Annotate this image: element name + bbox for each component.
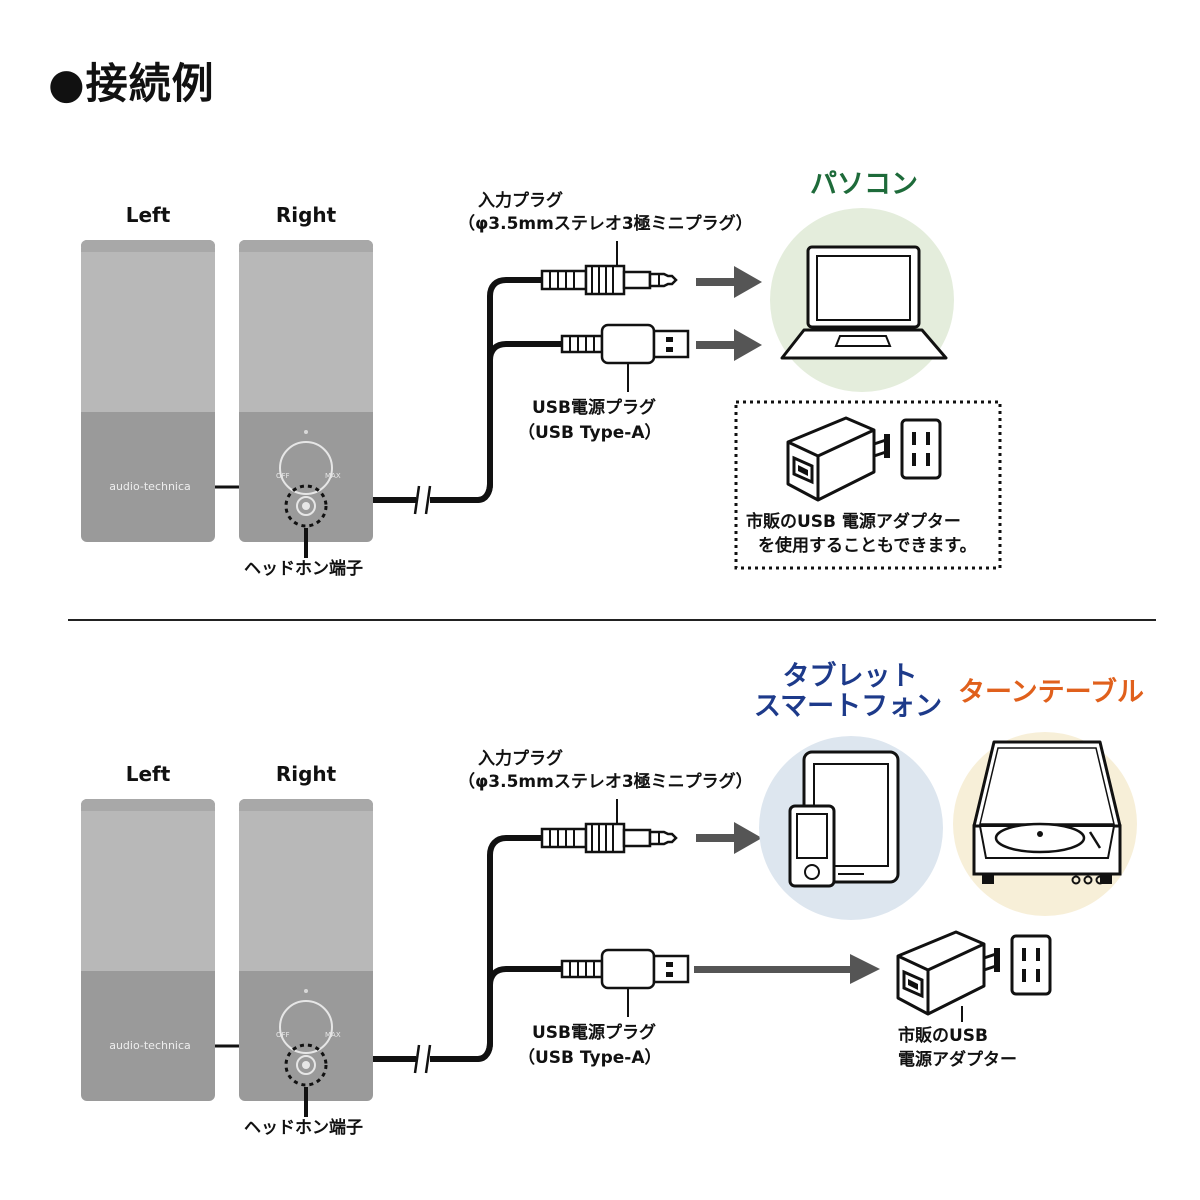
stereo-plug-top xyxy=(540,264,678,296)
cable-top xyxy=(373,277,564,515)
smartphone-icon xyxy=(788,804,836,888)
volume-max-mark-top: MAX xyxy=(325,472,341,480)
page-title: ●接続例 xyxy=(48,59,215,108)
brand-mark-left-top: audio-technica xyxy=(109,480,191,493)
speaker-left-bottom xyxy=(81,799,215,1101)
usb-plug-bottom xyxy=(560,948,690,990)
outlet-icon xyxy=(900,418,942,480)
adapter-note-line1: 市販のUSB 電源アダプター xyxy=(746,512,961,532)
speaker-right-bottom xyxy=(237,797,375,1103)
volume-off-mark-top: OFF xyxy=(276,472,290,480)
input-plug-label-bottom: 入力プラグ xyxy=(478,749,563,769)
speaker-left-label-bottom: Left xyxy=(125,762,171,786)
outlet-icon-bottom xyxy=(1010,934,1052,996)
speaker-right-top xyxy=(237,238,375,544)
laptop-icon xyxy=(780,245,948,360)
arrow-plug-to-pc xyxy=(696,266,762,298)
turntable-icon xyxy=(972,740,1122,885)
section-divider xyxy=(68,619,1156,621)
adapter-label-line2: 電源アダプター xyxy=(898,1050,1017,1070)
adapter-label-line1: 市販のUSB xyxy=(898,1026,989,1046)
speaker-right-label-top: Right xyxy=(275,203,337,227)
arrow-usb-to-adapter xyxy=(694,954,880,984)
stereo-plug-bottom xyxy=(540,822,678,854)
tablet-title-line1: タブレット xyxy=(782,661,918,692)
turntable-title: ターンテーブル xyxy=(957,677,1145,708)
usb-adapter-icon xyxy=(786,416,892,502)
speaker-right-label-bottom: Right xyxy=(275,762,337,786)
speaker-left-label-top: Left xyxy=(125,203,171,227)
cable-bottom xyxy=(373,835,564,1074)
headphone-jack-label-top: ヘッドホン端子 xyxy=(244,559,363,579)
adapter-note-line2: を使用することもできます。 xyxy=(758,536,977,556)
speaker-left-top xyxy=(81,240,215,542)
usb-plug-spec-top: （USB Type-A） xyxy=(518,423,662,443)
tablet-title-line2: スマートフォン xyxy=(753,691,943,722)
usb-plug-label-top: USB電源プラグ xyxy=(532,398,657,418)
brand-mark-left-bottom: audio-technica xyxy=(109,1039,191,1052)
usb-plug-label-bottom: USB電源プラグ xyxy=(532,1023,657,1043)
input-plug-spec-bottom: （φ3.5mmステレオ3極ミニプラグ） xyxy=(458,772,753,792)
usb-plug-spec-bottom: （USB Type-A） xyxy=(518,1048,662,1068)
input-plug-label-top: 入力プラグ xyxy=(478,191,563,211)
arrow-usb-to-pc xyxy=(696,329,762,361)
adapter-note-box xyxy=(734,400,1002,570)
usb-plug-top xyxy=(560,323,690,365)
arrow-plug-to-tablet xyxy=(696,822,762,854)
usb-adapter-icon-bottom xyxy=(896,930,1002,1016)
pc-title: パソコン xyxy=(810,169,918,200)
input-plug-spec-top: （φ3.5mmステレオ3極ミニプラグ） xyxy=(458,214,753,234)
headphone-jack-label-bottom: ヘッドホン端子 xyxy=(244,1118,363,1138)
volume-max-mark-bottom: MAX xyxy=(325,1031,341,1039)
volume-off-mark-bottom: OFF xyxy=(276,1031,290,1039)
